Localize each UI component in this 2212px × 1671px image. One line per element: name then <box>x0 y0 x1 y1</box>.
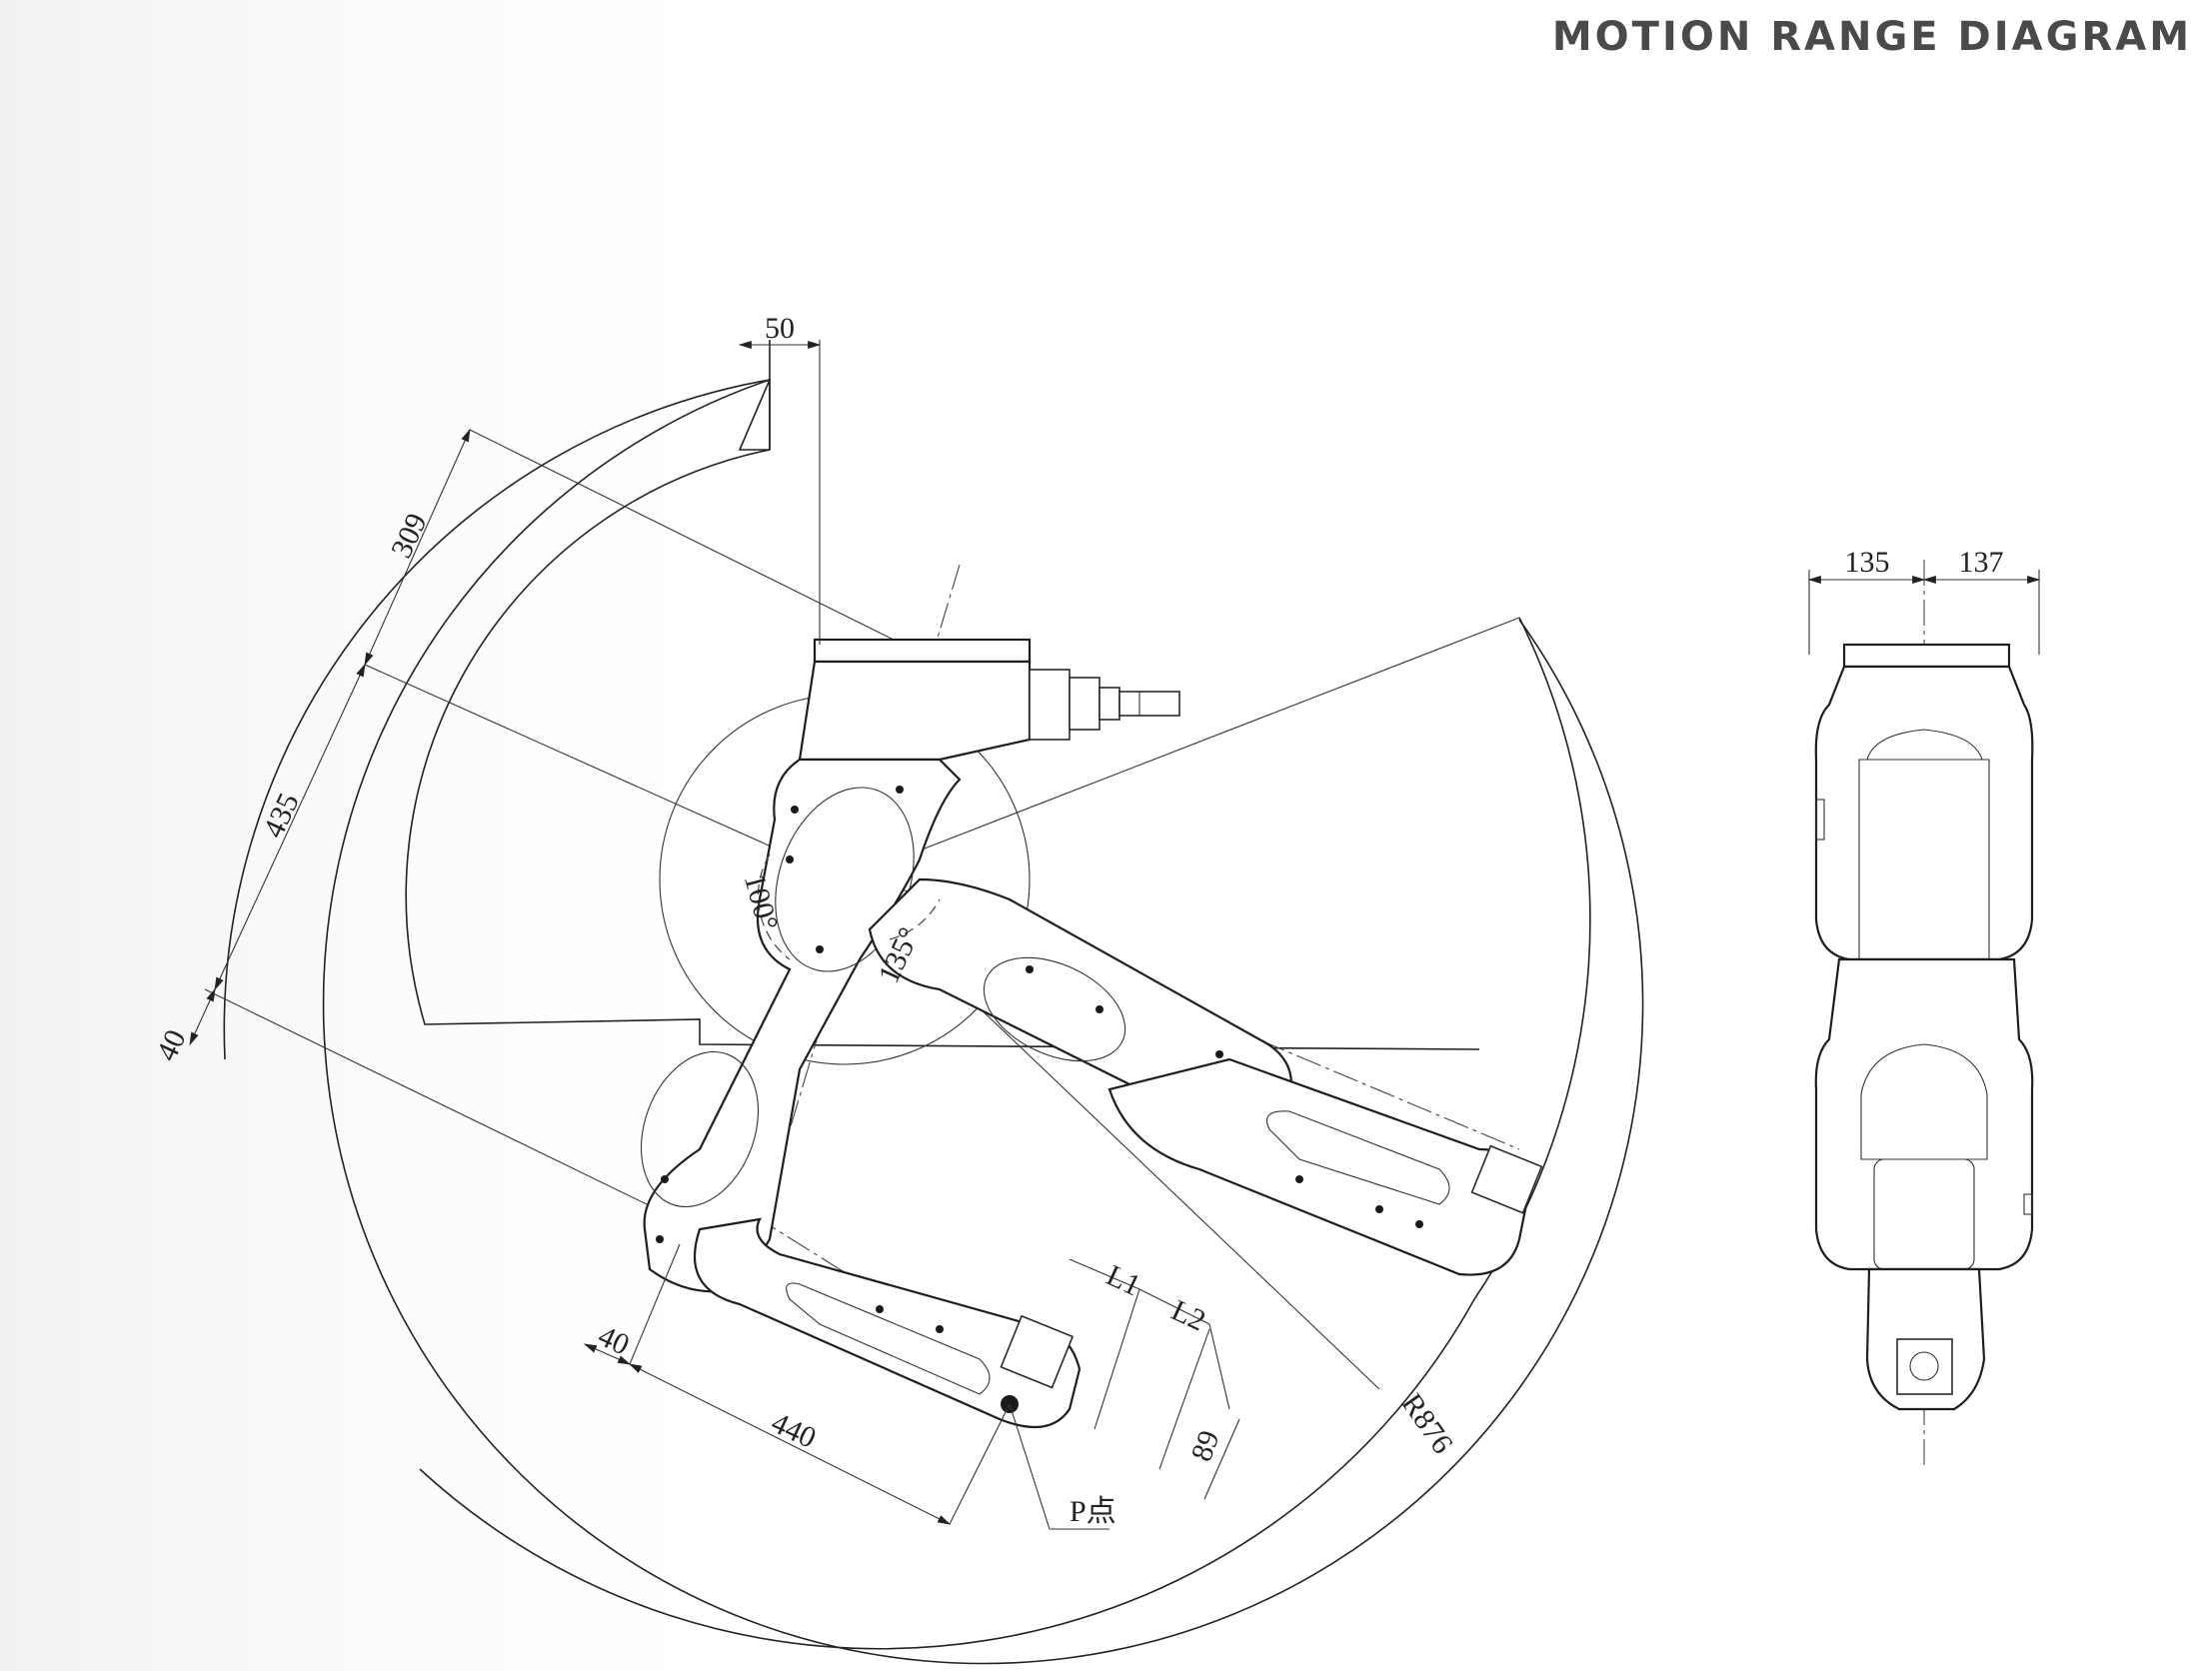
bolt-dots <box>656 786 1423 1333</box>
base-body <box>798 660 1032 762</box>
front-lower-body <box>1814 957 2034 1271</box>
cable-connector <box>1029 669 1180 741</box>
dim-forearm-length: 440 <box>767 1406 822 1455</box>
dim-tool-offset: 89 <box>1184 1426 1225 1465</box>
dim-offset-top: 50 <box>765 312 795 345</box>
dim-width-left: 135 <box>1845 546 1890 579</box>
forearm-pose-b-extended <box>1107 1057 1531 1276</box>
tool-flange-pose-a <box>1000 1314 1075 1413</box>
front-top-plate <box>1842 643 2011 669</box>
forearm-pose-a <box>693 1217 1082 1429</box>
dim-length-1: L1 <box>1102 1258 1145 1302</box>
page-title: MOTION RANGE DIAGRAM <box>1551 14 2192 60</box>
dim-lower-offset: 40 <box>150 1024 193 1065</box>
front-tool-flange <box>1896 1338 1953 1395</box>
robot-side-view <box>640 638 1543 1429</box>
dim-reach-radius: R876 <box>1395 1387 1459 1459</box>
dim-length-2: L2 <box>1166 1293 1210 1337</box>
tool-flange-pose-b <box>1470 1144 1543 1214</box>
dim-width-right: 137 <box>1959 546 2004 579</box>
dim-arm-length: 435 <box>257 789 306 843</box>
front-upper-body <box>1814 665 2034 961</box>
dim-bottom-offset: 40 <box>593 1319 634 1362</box>
p-point-label: P点 <box>1070 1495 1116 1528</box>
workspace-envelope <box>223 340 1644 1665</box>
base-flange <box>813 638 1032 664</box>
robot-front-view: 135 137 <box>1807 546 2041 1469</box>
